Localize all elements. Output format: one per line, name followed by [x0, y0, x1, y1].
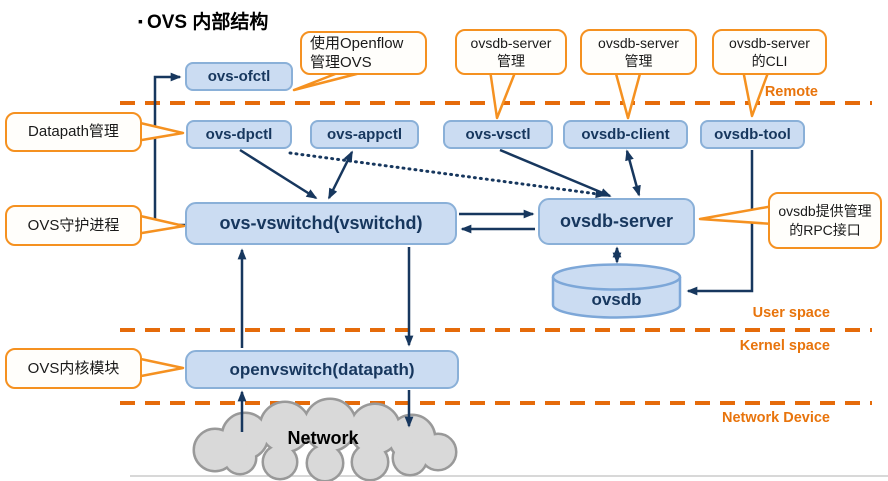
- dotted-arrow-dpctl-to-ovsdb-server: [288, 151, 607, 199]
- node-ovsdb-client: ovsdb-client: [563, 120, 688, 149]
- region-label-user-space: User space: [752, 305, 830, 321]
- page-title: ▪ OVS 内部结构: [138, 7, 268, 34]
- node-ovs-vswitchd: ovs-vswitchd(vswitchd): [185, 202, 457, 245]
- callout-tool-cli: ovsdb-server 的CLI: [712, 29, 827, 75]
- callout-rpc-interface: ovsdb提供管理 的RPC接口: [768, 192, 882, 249]
- callout-client-management: ovsdb-server 管理: [580, 29, 697, 75]
- node-openvswitch-datapath: openvswitch(datapath): [185, 350, 459, 389]
- node-ovsdb-server: ovsdb-server: [538, 198, 695, 245]
- node-ovsdb-tool: ovsdb-tool: [700, 120, 805, 149]
- callout-vsctl-management: ovsdb-server 管理: [455, 29, 567, 75]
- callout-datapath-management: Datapath管理: [5, 112, 142, 152]
- ovsdb-cylinder: [551, 263, 682, 319]
- callout-ovs-daemon: OVS守护进程: [5, 205, 142, 246]
- title-bullet-icon: ▪: [138, 12, 143, 29]
- network-cloud: [192, 397, 458, 481]
- node-ovs-appctl: ovs-appctl: [310, 120, 419, 149]
- arrow-vsctl-to-ovsdb-server: [499, 148, 612, 198]
- region-label-kernel-space: Kernel space: [739, 338, 830, 354]
- node-ovs-ofctl: ovs-ofctl: [185, 62, 293, 91]
- region-label-network-device: Network Device: [722, 410, 830, 426]
- callout-kernel-module: OVS内核模块: [5, 348, 142, 389]
- arrow-appctl-vswitchd-bidirectional: [327, 150, 354, 200]
- arrow-vswitchd-to-ofctl: [153, 72, 185, 227]
- network-cloud-label: Network: [287, 427, 359, 448]
- ovsdb-cylinder-label: ovsdb: [591, 290, 642, 309]
- arrow-ovsdb-client-server-bidirectional: [625, 149, 641, 197]
- callout-openflow-management: 使用Openflow 管理OVS: [300, 31, 427, 75]
- arrow-ovsdb-tool-to-ovsdb: [686, 150, 754, 296]
- region-label-remote: Remote: [764, 84, 818, 100]
- node-ovs-dpctl: ovs-dpctl: [186, 120, 292, 149]
- title-text: OVS 内部结构: [146, 12, 269, 33]
- arrow-dpctl-to-vswitchd: [239, 148, 318, 200]
- node-ovs-vsctl: ovs-vsctl: [443, 120, 553, 149]
